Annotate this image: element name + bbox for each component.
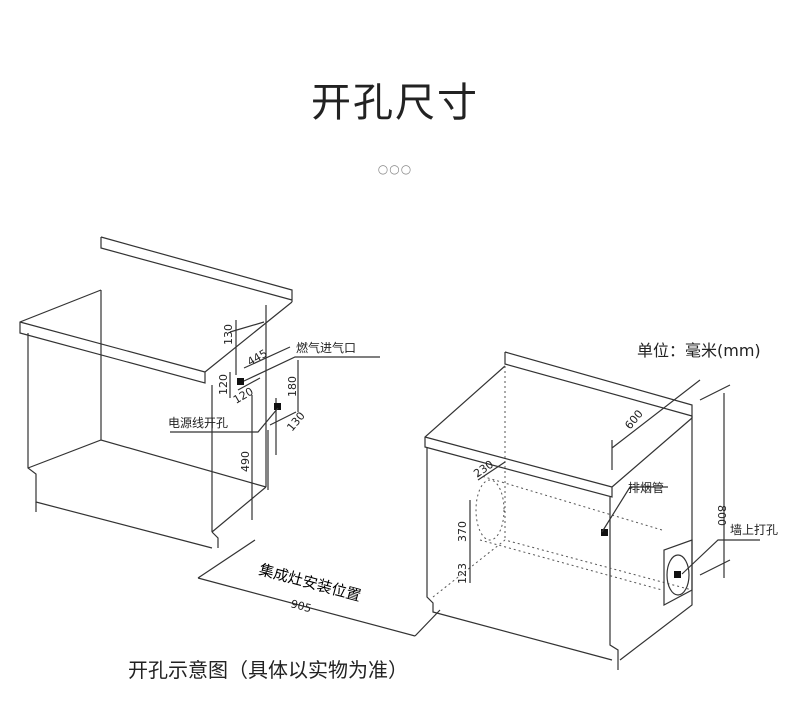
dim-120-vertical: 120 [217,374,230,395]
power-hole-label: 电源线开孔 [168,416,228,430]
dim-800: 800 [715,505,728,526]
diagram-caption: 开孔示意图（具体以实物为准） [128,658,408,682]
dim-600: 600 [622,407,645,431]
dim-370: 370 [456,521,469,542]
exhaust-pipe-marker [601,529,608,536]
right-cabinet [424,351,693,670]
gas-inlet-label: 燃气进气口 [296,340,356,355]
dim-490: 490 [239,451,252,472]
exhaust-pipe-label: 排烟管 [628,480,664,495]
wall-hole-label: 墙上打孔 [730,523,778,537]
left-cabinet [19,236,293,549]
decorative-dots: ○○○ [377,162,413,176]
power-hole-marker [274,403,281,410]
dim-130-side: 130 [284,409,307,433]
wall-hole-marker [674,571,681,578]
dim-180: 180 [286,376,299,397]
gas-inlet-marker [237,378,244,385]
dim-130-top: 130 [222,324,235,345]
page-title: 开孔尺寸 [311,80,479,126]
left-dimensions: 130 445 120 120 180 130 490 燃气进气口 电源线开孔 … [168,320,441,637]
dim-905: 905 [289,597,313,615]
unit-label: 单位：毫米(mm) [637,341,761,360]
dim-123: 123 [456,563,469,584]
